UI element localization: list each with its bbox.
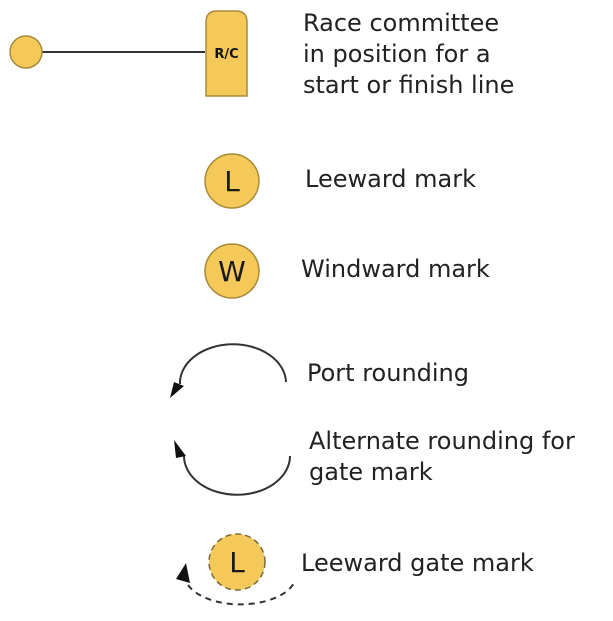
leeward-gate-mark-letter: L [229, 546, 245, 579]
legend-row-windward-mark: W Windward mark [0, 240, 613, 300]
alternate-rounding-label-line-2: gate mark [309, 458, 433, 486]
windward-mark-letter: W [218, 255, 246, 288]
leeward-mark-letter: L [224, 165, 240, 198]
gate-rounding-arrowhead [176, 563, 190, 583]
committee-boat-shape [205, 10, 248, 97]
port-rounding-arc [178, 343, 287, 385]
windward-mark-icon: W [204, 243, 260, 299]
leeward-mark-label: Leeward mark [305, 165, 476, 193]
alternate-rounding-arrowhead [174, 440, 186, 458]
legend-row-race-committee: R/C Race committee in position for a sta… [0, 0, 613, 130]
race-committee-label: Race committee in position for a start o… [303, 8, 514, 101]
alternate-rounding-label-line-1: Alternate rounding for [309, 427, 575, 455]
legend-row-leeward-mark: L Leeward mark [0, 150, 613, 210]
port-rounding-label: Port rounding [307, 359, 469, 387]
race-committee-label-line-3: start or finish line [303, 71, 515, 99]
gate-rounding-dashed-arc [187, 582, 295, 606]
legend-row-alternate-rounding: Alternate rounding for gate mark [0, 420, 613, 510]
leeward-gate-mark-icon: L [176, 533, 295, 606]
committee-boat-label: R/C [214, 47, 238, 62]
leeward-mark-icon: L [204, 153, 260, 209]
alternate-rounding-arc [183, 455, 291, 496]
alternate-rounding-label: Alternate rounding for gate mark [309, 426, 575, 488]
port-rounding-arrowhead [170, 382, 184, 398]
leeward-gate-mark-label: Leeward gate mark [301, 549, 534, 577]
race-committee-boat-icon: R/C [9, 10, 248, 97]
windward-mark-label: Windward mark [301, 255, 490, 283]
race-committee-label-line-2: in position for a [303, 40, 491, 68]
pin-end-mark [9, 35, 43, 69]
port-rounding-arrow-icon [170, 343, 287, 398]
legend-row-port-rounding: Port rounding [0, 340, 613, 410]
legend-row-leeward-gate-mark: L Leeward gate mark [0, 525, 613, 621]
alternate-rounding-arrow-icon [174, 440, 291, 496]
gate-mark-circle [208, 533, 266, 591]
race-committee-label-line-1: Race committee [303, 9, 500, 37]
